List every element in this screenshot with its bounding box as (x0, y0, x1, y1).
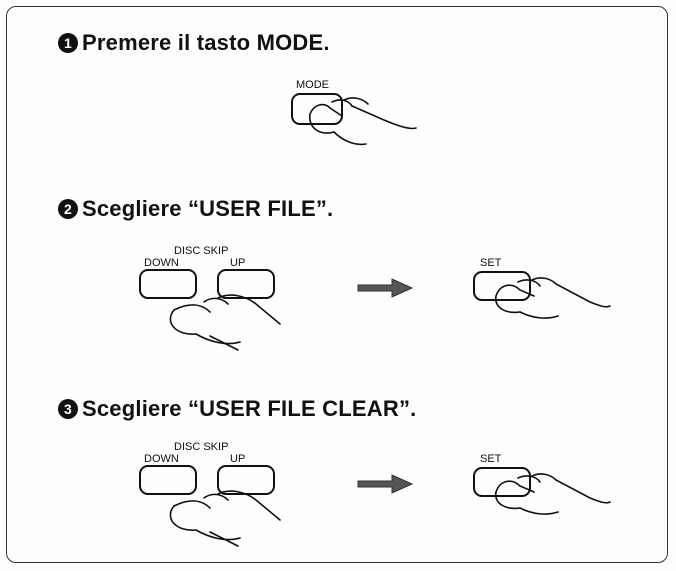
disc-skip-label: DISC SKIP (174, 245, 228, 257)
set-button[interactable] (473, 271, 531, 301)
down-button[interactable] (139, 269, 197, 299)
set-button-illustration-2: SET (473, 257, 611, 319)
step-number-3: 3 (58, 399, 78, 419)
down-label: DOWN (144, 453, 179, 465)
disc-skip-illustration-3: DISC SKIP DOWN UP (139, 441, 281, 547)
step-number-1: 1 (58, 33, 78, 53)
step-3-text: Scegliere “USER FILE CLEAR”. (82, 396, 417, 421)
step-1-heading: 1 Premere il tasto MODE. (58, 30, 330, 56)
right-arrow-icon (357, 278, 414, 298)
mode-button-label: MODE (296, 79, 329, 91)
down-label: DOWN (144, 257, 179, 269)
up-button[interactable] (217, 269, 275, 299)
step-1-text: Premere il tasto MODE. (82, 30, 330, 55)
set-button[interactable] (473, 467, 531, 497)
up-button[interactable] (217, 465, 275, 495)
set-button-illustration-3: SET (473, 453, 611, 515)
step-number-2: 2 (58, 199, 78, 219)
finger-press-icon (495, 473, 611, 515)
mode-button[interactable] (291, 93, 343, 125)
finger-press-icon (169, 490, 281, 547)
step-2-heading: 2 Scegliere “USER FILE”. (58, 196, 333, 222)
instruction-box (6, 6, 668, 563)
disc-skip-label: DISC SKIP (174, 441, 228, 453)
right-arrow-icon (357, 474, 414, 494)
finger-press-icon (309, 97, 417, 146)
disc-skip-illustration-2: DISC SKIP DOWN UP (139, 245, 281, 351)
finger-press-icon (495, 277, 611, 319)
up-label: UP (230, 257, 245, 269)
up-label: UP (230, 453, 245, 465)
down-button[interactable] (139, 465, 197, 495)
set-label: SET (480, 453, 502, 465)
mode-button-illustration: MODE (291, 79, 417, 146)
set-label: SET (480, 257, 502, 269)
step-3-heading: 3 Scegliere “USER FILE CLEAR”. (58, 396, 416, 422)
finger-press-icon (169, 294, 281, 351)
step-2-text: Scegliere “USER FILE”. (82, 196, 334, 221)
